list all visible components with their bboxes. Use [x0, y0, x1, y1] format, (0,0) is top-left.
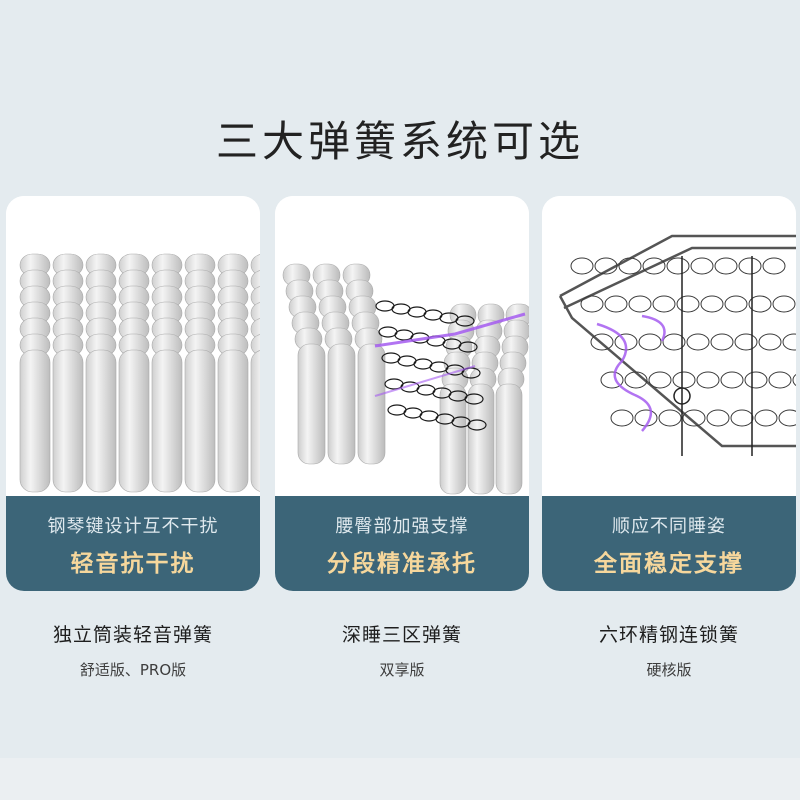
spring-card-linked-coil[interactable]: 顺应不同睡姿 全面稳定支撑: [542, 196, 796, 591]
caption-title: 六环精钢连锁簧: [598, 624, 739, 646]
caption-version: 双享版: [379, 661, 425, 679]
card-subtitle: 腰臀部加强支撑: [335, 516, 469, 537]
spring-card-three-zone[interactable]: 腰臀部加强支撑 分段精准承托: [275, 196, 529, 591]
caption-title: 深睡三区弹簧: [341, 624, 462, 646]
three-zone-spring-image: [275, 196, 529, 496]
card-subtitle: 钢琴键设计互不干扰: [47, 516, 219, 537]
page-title: 三大弹簧系统可选: [215, 117, 584, 166]
card-footer: 钢琴键设计互不干扰 轻音抗干扰: [6, 496, 260, 591]
caption-pocket: 独立筒装轻音弹簧 舒适版、PRO版: [6, 620, 260, 680]
caption-linked-coil: 六环精钢连锁簧 硬核版: [542, 620, 796, 680]
caption-version: 舒适版、PRO版: [79, 661, 187, 679]
caption-title: 独立筒装轻音弹簧: [52, 624, 213, 646]
pocket-spring-blocks-image: [6, 196, 260, 496]
spring-card-pocket[interactable]: 钢琴键设计互不干扰 轻音抗干扰: [6, 196, 260, 591]
card-footer: 腰臀部加强支撑 分段精准承托: [275, 496, 529, 591]
card-highlight: 轻音抗干扰: [70, 551, 196, 577]
caption-three-zone: 深睡三区弹簧 双享版: [275, 620, 529, 680]
card-subtitle: 顺应不同睡姿: [612, 516, 726, 537]
caption-version: 硬核版: [646, 661, 692, 679]
bottom-band: [0, 758, 800, 800]
card-footer: 顺应不同睡姿 全面稳定支撑: [542, 496, 796, 591]
linked-coil-spring-frame-image: [542, 196, 796, 496]
card-highlight: 全面稳定支撑: [594, 551, 744, 577]
card-highlight: 分段精准承托: [327, 551, 477, 577]
